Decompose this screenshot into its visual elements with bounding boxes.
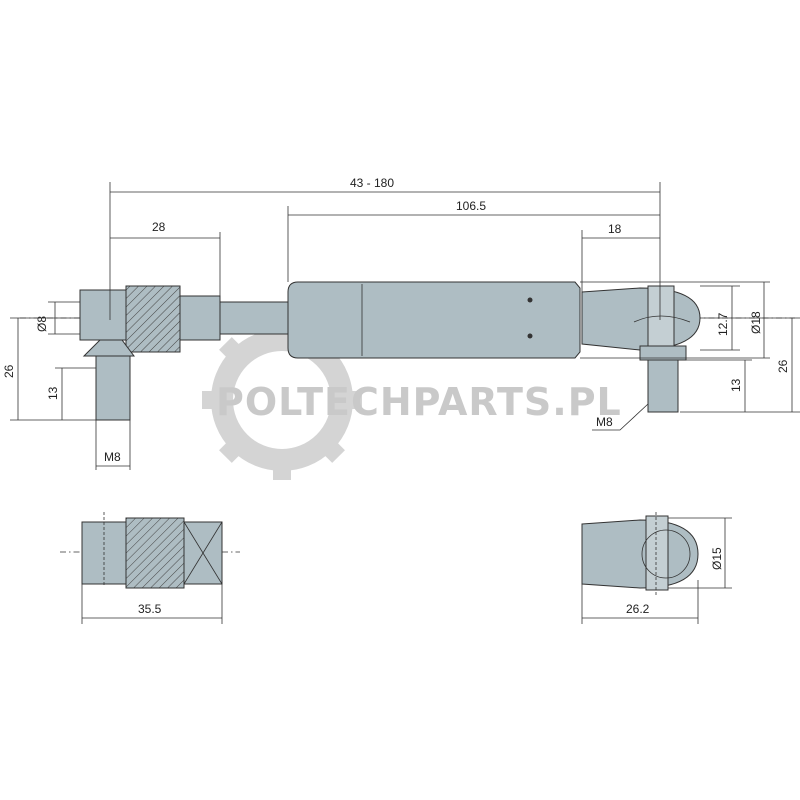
dim-left-end-length: 28 <box>152 220 166 234</box>
dim-right-socket-length: 26.2 <box>626 602 650 616</box>
piston-rod <box>219 301 291 335</box>
right-ball-stud-thread <box>647 359 679 413</box>
left-socket-detail: 35.5 <box>60 512 240 624</box>
dim-left-thread: M8 <box>104 450 121 464</box>
dim-body-diameter: Ø18 <box>749 311 763 334</box>
dimension-labels: 43 - 180 106.5 28 18 Ø8 26 13 M8 12.7 Ø1… <box>2 176 790 464</box>
dim-right-height: 26 <box>776 359 790 373</box>
left-end-fitting <box>79 289 131 341</box>
gear-logo-icon <box>202 320 362 480</box>
dim-left-socket-length: 35.5 <box>138 602 162 616</box>
dim-right-end-length: 18 <box>608 222 622 236</box>
dim-left-height: 26 <box>2 364 16 378</box>
dim-right-thread: M8 <box>596 415 613 429</box>
watermark: POLTECHPARTS.PL <box>202 320 622 480</box>
right-socket-detail: Ø15 26.2 <box>581 512 732 624</box>
dim-left-stud-length: 13 <box>46 386 60 400</box>
left-knurled-sleeve <box>125 285 181 353</box>
dimension-lines <box>10 182 800 470</box>
gas-spring-side-view <box>20 281 795 421</box>
left-ball-stud-thread <box>95 355 131 421</box>
dim-right-inner-height: 12.7 <box>716 312 730 336</box>
watermark-text: POLTECHPARTS.PL <box>216 380 622 424</box>
left-collar <box>179 295 221 341</box>
dim-right-stud-length: 13 <box>729 378 743 392</box>
dim-body-length: 106.5 <box>456 199 486 213</box>
cylinder-body <box>287 281 581 359</box>
dim-stroke-range: 43 - 180 <box>350 176 394 190</box>
dim-rod-diameter: Ø8 <box>35 316 49 332</box>
dim-ball-diameter: Ø15 <box>710 547 724 570</box>
